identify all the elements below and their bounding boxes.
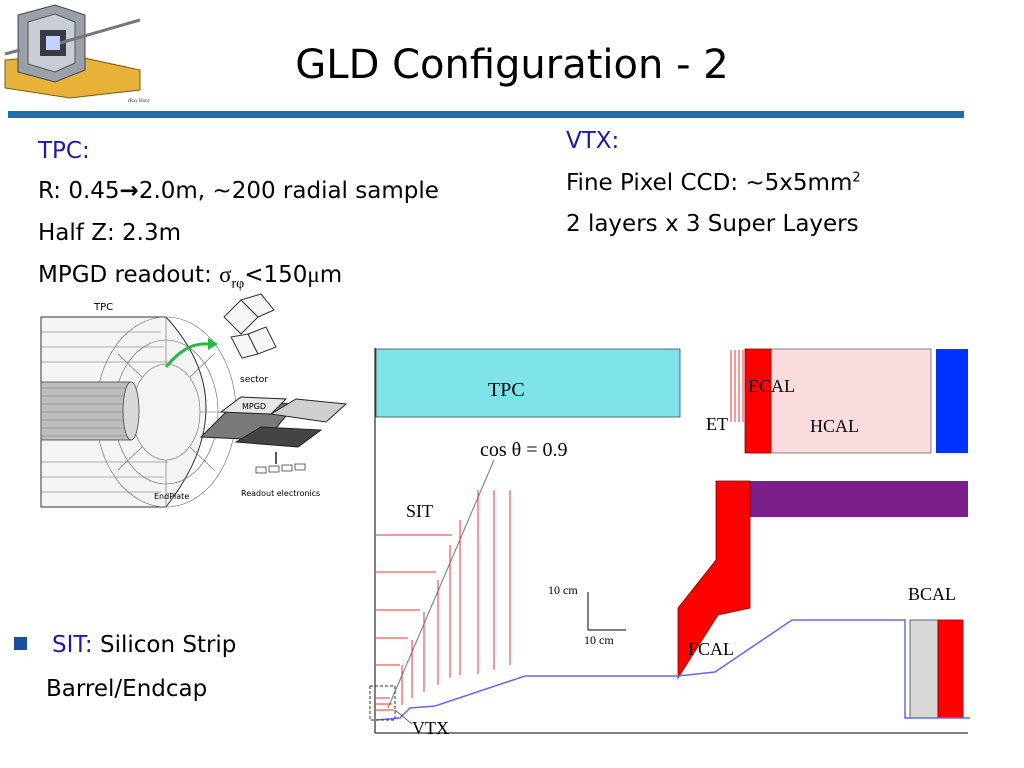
cos-theta-label: cos θ = 0.9 [480, 439, 568, 461]
detector-layout-diagram: TPC ECAL HCAL ET FCAL BCAL cos θ = 0.9 [360, 340, 980, 740]
vtx-box [369, 685, 396, 721]
fcal-region [677, 480, 751, 680]
bcal-label: BCAL [908, 584, 956, 604]
mpgd-label: MPGD [242, 402, 266, 411]
vtx-pixel-line: Fine Pixel CCD: ~5x5mm2 [566, 170, 861, 196]
vtx-heading: VTX: [566, 128, 620, 154]
title-divider [8, 111, 964, 118]
arrow-right-icon: → [119, 178, 139, 204]
endplate-label: EndPlate [154, 492, 189, 501]
tpc-radius-line: R: 0.45→2.0m, ~200 radial sample [38, 178, 439, 204]
sit-bullet-line2: Barrel/Endcap [46, 676, 208, 702]
hcal-region [770, 348, 932, 454]
tpc-heading: TPC: [38, 138, 90, 164]
tpc-mpgd-line: MPGD readout: σrφ<150μm [38, 262, 343, 292]
ecal-region [744, 348, 772, 454]
coil-region [750, 481, 968, 517]
fcal-label: FCAL [688, 639, 734, 659]
scale-vertical-label: 10 cm [548, 583, 578, 597]
hcal-region-label: HCAL [810, 416, 859, 436]
vtx-label: VTX [412, 718, 449, 738]
readout-label: Readout electronics [241, 489, 320, 498]
scale-horizontal-label: 10 cm [584, 633, 614, 647]
sector-label: sector [240, 375, 268, 385]
bcal-red-region [937, 619, 964, 719]
bullet-square-icon [14, 637, 27, 650]
bcal-grey-region [909, 619, 939, 719]
vtx-layers-line: 2 layers x 3 Super Layers [566, 211, 859, 237]
tpc-region-label: TPC [488, 379, 525, 401]
muon-region [936, 349, 968, 453]
tpc-region [375, 348, 681, 418]
page-title: GLD Configuration - 2 [295, 42, 729, 88]
tpc-figure: TPC sector MPGD Readout electronics EndP… [36, 292, 356, 522]
logo-image: (Ray Hon) [0, 0, 150, 105]
tpc-figure-label: TPC [93, 302, 113, 313]
sit-bullet-line: SIT: Silicon Strip [52, 632, 237, 658]
beampipe-line [375, 619, 970, 721]
tpc-halfz-line: Half Z: 2.3m [38, 220, 181, 246]
logo-caption: (Ray Hon) [128, 99, 150, 104]
sit-region-label: SIT [406, 501, 433, 521]
et-label: ET [706, 414, 728, 434]
ecal-region-label: ECAL [748, 376, 795, 396]
